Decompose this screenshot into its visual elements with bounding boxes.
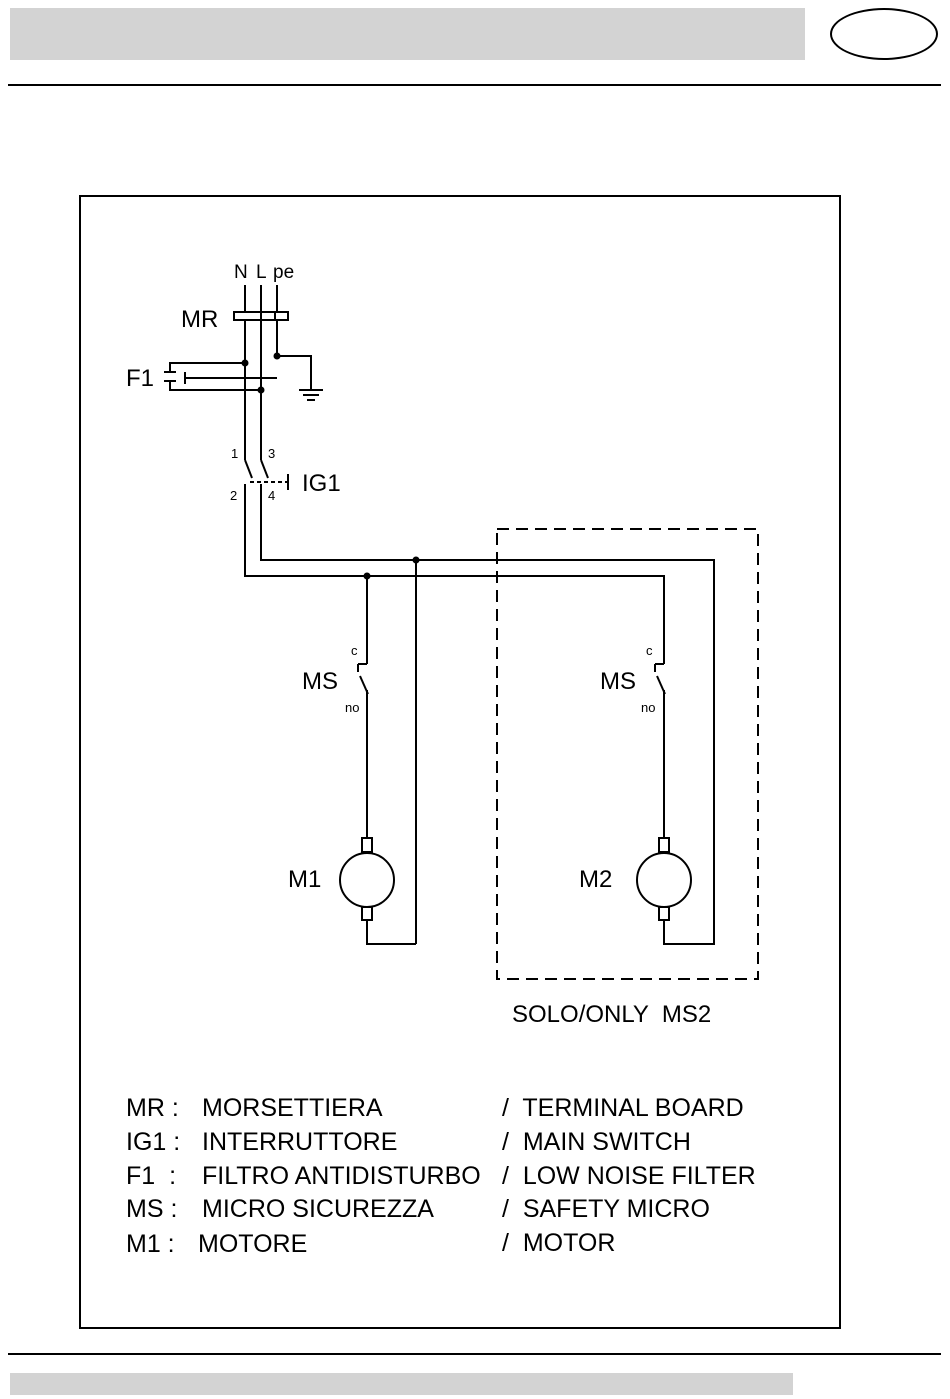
mr-label: MR	[181, 306, 218, 333]
safety-micro-ms-right-symbol	[655, 640, 665, 838]
contact-c-right-label: c	[646, 643, 653, 658]
legend-code: MR :	[126, 1094, 179, 1122]
motor-m2-symbol	[637, 838, 691, 920]
legend-code: IG1 :	[126, 1128, 180, 1156]
ms-right-label: MS	[600, 668, 636, 695]
wire-n-distribution	[245, 490, 664, 640]
f1-label: F1	[126, 365, 154, 392]
pin-1-label: 1	[231, 446, 238, 461]
optional-box-label: SOLO/ONLY MS2	[512, 1001, 711, 1028]
legend-english: / MOTOR	[502, 1229, 615, 1257]
pin-4-label: 4	[268, 488, 275, 503]
legend-english: / LOW NOISE FILTER	[502, 1162, 756, 1190]
diagram-frame	[80, 196, 840, 1328]
m2-label: M2	[579, 866, 612, 893]
bottom-rule	[8, 1353, 941, 1355]
contact-no-left-label: no	[345, 700, 359, 715]
legend-code: M1 :	[126, 1230, 175, 1258]
ig1-label: IG1	[302, 470, 341, 497]
main-switch-ig1-symbol	[245, 460, 288, 490]
terminal-pe-label: pe	[273, 262, 294, 283]
legend-english: / SAFETY MICRO	[502, 1195, 710, 1223]
contact-no-right-label: no	[641, 700, 655, 715]
legend-english: / TERMINAL BOARD	[502, 1094, 744, 1122]
legend-code: MS :	[126, 1195, 177, 1223]
optional-ms2-box	[497, 529, 758, 979]
legend-english: / MAIN SWITCH	[502, 1128, 691, 1156]
safety-micro-ms-left-symbol	[358, 664, 368, 838]
legend-italian: MORSETTIERA	[202, 1094, 383, 1122]
terminal-l-label: L	[256, 262, 267, 283]
legend-italian: MOTORE	[198, 1230, 307, 1258]
motor-m1-symbol	[340, 838, 394, 920]
m1-label: M1	[288, 866, 321, 893]
legend-italian: FILTRO ANTIDISTURBO	[202, 1162, 481, 1190]
ground-icon	[299, 390, 323, 400]
legend-italian: MICRO SICUREZZA	[202, 1195, 434, 1223]
pin-3-label: 3	[268, 446, 275, 461]
wire-l-distribution	[261, 490, 714, 944]
legend-italian: INTERRUTTORE	[202, 1128, 397, 1156]
pin-2-label: 2	[230, 488, 237, 503]
footer-bar	[10, 1373, 793, 1395]
contact-c-left-label: c	[351, 643, 358, 658]
junction-dots	[242, 353, 420, 580]
ms-left-label: MS	[302, 668, 338, 695]
legend: MR : MORSETTIERA / TERMINAL BOARD IG1 : …	[126, 1094, 756, 1258]
legend-code: F1 :	[126, 1162, 176, 1190]
terminal-n-label: N	[234, 262, 248, 283]
